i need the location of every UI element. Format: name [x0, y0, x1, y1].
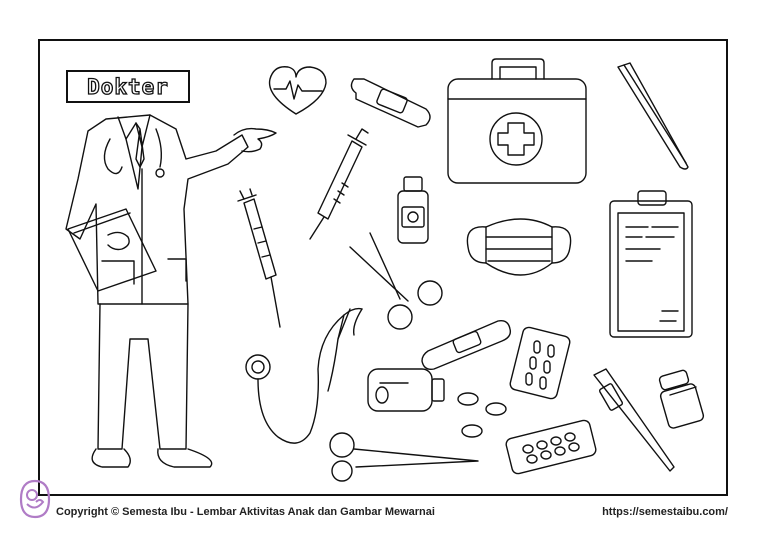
- copyright-text: Copyright © Semesta Ibu - Lembar Aktivit…: [56, 506, 435, 518]
- bandage-icon: [422, 321, 510, 370]
- website-link[interactable]: https://semestaibu.com/: [602, 506, 728, 518]
- coloring-page-frame: [38, 39, 728, 496]
- tablets-icon: [458, 393, 506, 437]
- syringe-icon: [238, 189, 280, 327]
- tweezers-icon: [618, 63, 688, 169]
- scissors-icon: [350, 233, 442, 329]
- title-label: Dokter: [66, 70, 190, 103]
- syringe-icon: [310, 129, 368, 239]
- medicine-bottle-icon: [398, 177, 428, 243]
- thermometer-icon: [594, 369, 674, 471]
- pill-blister-icon: [509, 326, 571, 400]
- page-title: Dokter: [86, 74, 169, 99]
- face-mask-icon: [467, 219, 570, 275]
- stethoscope-icon: [246, 309, 362, 444]
- capsule-bottle-icon: [368, 369, 444, 411]
- pill-blister-icon: [505, 419, 597, 475]
- medical-kit-icon: [448, 59, 586, 183]
- bandage-icon: [351, 79, 430, 127]
- coloring-artwork: [38, 39, 728, 496]
- semesta-ibu-logo-icon: [18, 478, 52, 520]
- pill-jar-icon: [659, 369, 705, 429]
- heart-pulse-icon: [270, 67, 326, 114]
- surgical-scissors-icon: [330, 433, 478, 481]
- clipboard-icon: [610, 191, 692, 337]
- doctor-figure: [66, 115, 276, 467]
